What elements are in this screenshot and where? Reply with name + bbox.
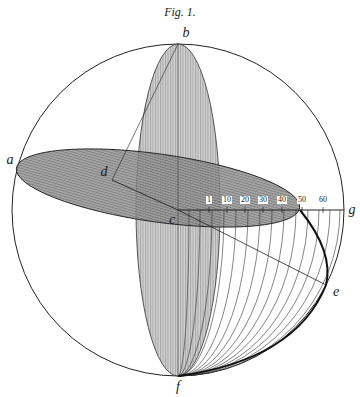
scale-number: 1 xyxy=(206,196,212,204)
point-letter: g xyxy=(349,203,356,217)
radius-line xyxy=(178,210,326,285)
point-letter: b xyxy=(183,26,190,40)
axis-line xyxy=(178,44,179,376)
scale-number: 60 xyxy=(318,196,328,204)
scale-ticks xyxy=(209,207,323,213)
point-letter: d xyxy=(101,165,108,179)
scale-number: 50 xyxy=(297,196,307,204)
oblique-plane xyxy=(12,134,305,241)
point-letter: e xyxy=(333,285,339,299)
construction-line xyxy=(112,44,178,180)
point-letter: c xyxy=(169,213,175,227)
scale-number: 20 xyxy=(240,196,250,204)
scale-number: 30 xyxy=(258,196,268,204)
sphere-outline xyxy=(12,44,344,376)
scale-number: 10 xyxy=(222,196,232,204)
point-letter: f xyxy=(176,380,180,394)
radius-line xyxy=(112,180,178,210)
axis-line xyxy=(178,210,344,211)
figure-title: Fig. 1. xyxy=(164,6,196,18)
bold-curve xyxy=(178,210,328,376)
point-letter: a xyxy=(7,153,14,167)
scale-number: 40 xyxy=(277,196,287,204)
meridian-curves xyxy=(178,210,340,376)
